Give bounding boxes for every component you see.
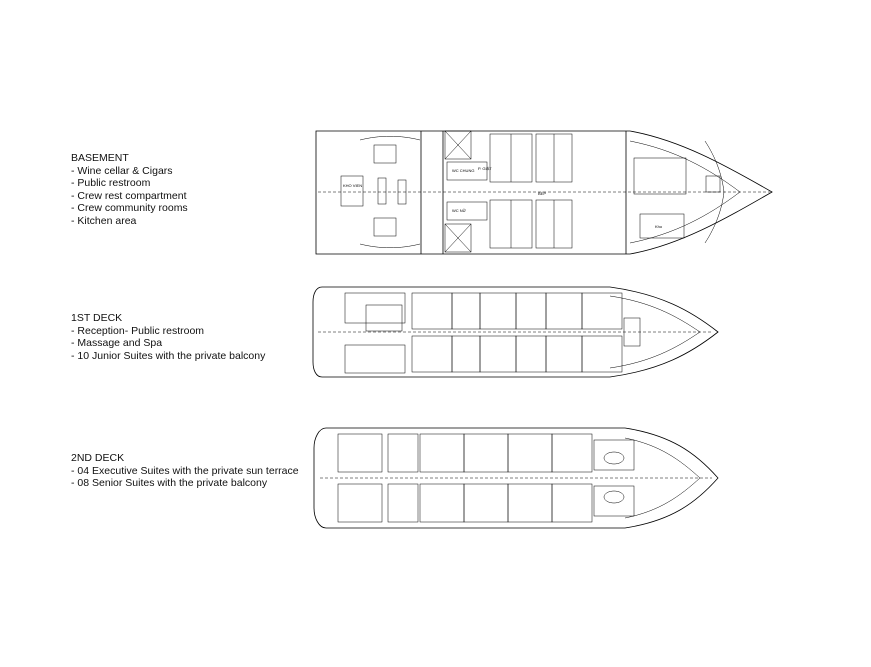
wc-nu-label: WC NỮ bbox=[452, 208, 467, 213]
basement-item-wine-cellar: - Wine cellar & Cigars bbox=[71, 164, 173, 177]
basement-item-crew-rest: - Crew rest compartment bbox=[71, 189, 187, 202]
kho-label: Kho bbox=[655, 224, 663, 229]
first-deck-item-spa: - Massage and Spa bbox=[71, 337, 163, 350]
p-giat-label: P. GIẶT bbox=[478, 166, 492, 171]
second-deck-title: 2ND DECK bbox=[71, 452, 125, 464]
first-deck-item-reception: - Reception- Public restroom bbox=[71, 324, 205, 337]
basement-item-kitchen: - Kitchen area bbox=[71, 214, 137, 227]
kho-vien-label: KHO VIEN bbox=[343, 183, 362, 188]
second-deck-legend: 2ND DECK - 04 Executive Suites with the … bbox=[71, 452, 299, 490]
second-deck-item-executive-suites: - 04 Executive Suites with the private s… bbox=[71, 464, 299, 477]
basement-item-public-restroom: - Public restroom bbox=[71, 177, 151, 190]
first-deck-legend: 1ST DECK - Reception- Public restroom - … bbox=[71, 312, 265, 362]
second-deck-plan bbox=[313, 427, 719, 529]
first-deck-item-junior-suites: - 10 Junior Suites with the private balc… bbox=[71, 349, 266, 362]
basement-legend: BASEMENT - Wine cellar & Cigars - Public… bbox=[71, 152, 188, 228]
first-deck-title: 1ST DECK bbox=[71, 312, 123, 324]
second-deck-item-senior-suites: - 08 Senior Suites with the private balc… bbox=[71, 477, 268, 490]
basement-plan: KHO VIEN WC CHUNG WC NỮ P. GIẶT BẾP bbox=[315, 130, 773, 255]
basement-item-crew-community: - Crew community rooms bbox=[71, 202, 188, 215]
wc-chung-label: WC CHUNG bbox=[452, 168, 474, 173]
first-deck-plan bbox=[312, 286, 719, 378]
basement-title: BASEMENT bbox=[71, 152, 129, 164]
bep-label: BẾP bbox=[538, 191, 546, 196]
